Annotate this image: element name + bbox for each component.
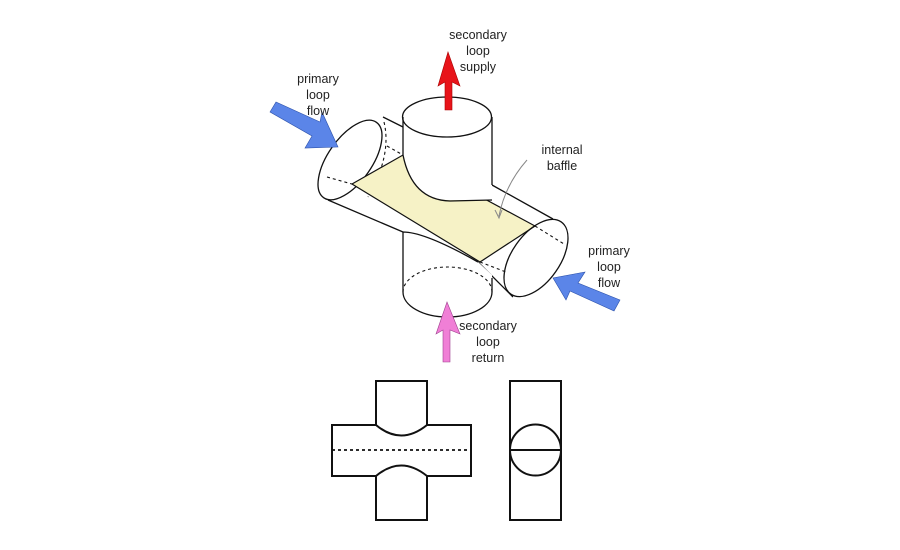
isometric-view: [317, 96, 569, 318]
label-line: supply: [459, 60, 497, 74]
tube-top-edge: [382, 116, 554, 220]
label-line: flow: [306, 104, 330, 118]
label-line: internal: [541, 143, 583, 157]
label-primary-right: primary loop flow: [554, 243, 664, 291]
label-secondary-supply: secondary loop supply: [423, 27, 533, 75]
baffle-hidden-right: [479, 225, 565, 273]
label-line: primary: [297, 72, 339, 86]
primary-left-arrow: [269, 101, 339, 149]
label-line: secondary: [449, 28, 507, 42]
label-line: baffle: [546, 159, 578, 173]
tube-right-end: [503, 218, 569, 298]
secondary-supply-arrow: [437, 51, 461, 111]
label-line: secondary: [459, 319, 517, 333]
primary-right-arrow: [552, 271, 621, 312]
label-line: loop: [476, 335, 500, 349]
front-view: [331, 380, 472, 521]
label-line: loop: [306, 88, 330, 102]
secondary-return-arrow: [435, 301, 461, 363]
label-line: loop: [597, 260, 621, 274]
label-line: primary: [588, 244, 630, 258]
side-view: [509, 380, 562, 521]
label-internal-baffle: internal baffle: [507, 142, 617, 174]
label-line: loop: [466, 44, 490, 58]
label-line: flow: [597, 276, 621, 290]
baffle-hidden-left: [326, 145, 404, 185]
tube-left-hidden-edge: [367, 121, 387, 198]
label-secondary-return: secondary loop return: [433, 318, 543, 366]
top-cylinder: [402, 117, 493, 202]
bottom-cylinder-hidden-edge: [402, 266, 493, 293]
label-primary-left: primary loop flow: [263, 71, 373, 119]
label-line: return: [471, 351, 505, 365]
